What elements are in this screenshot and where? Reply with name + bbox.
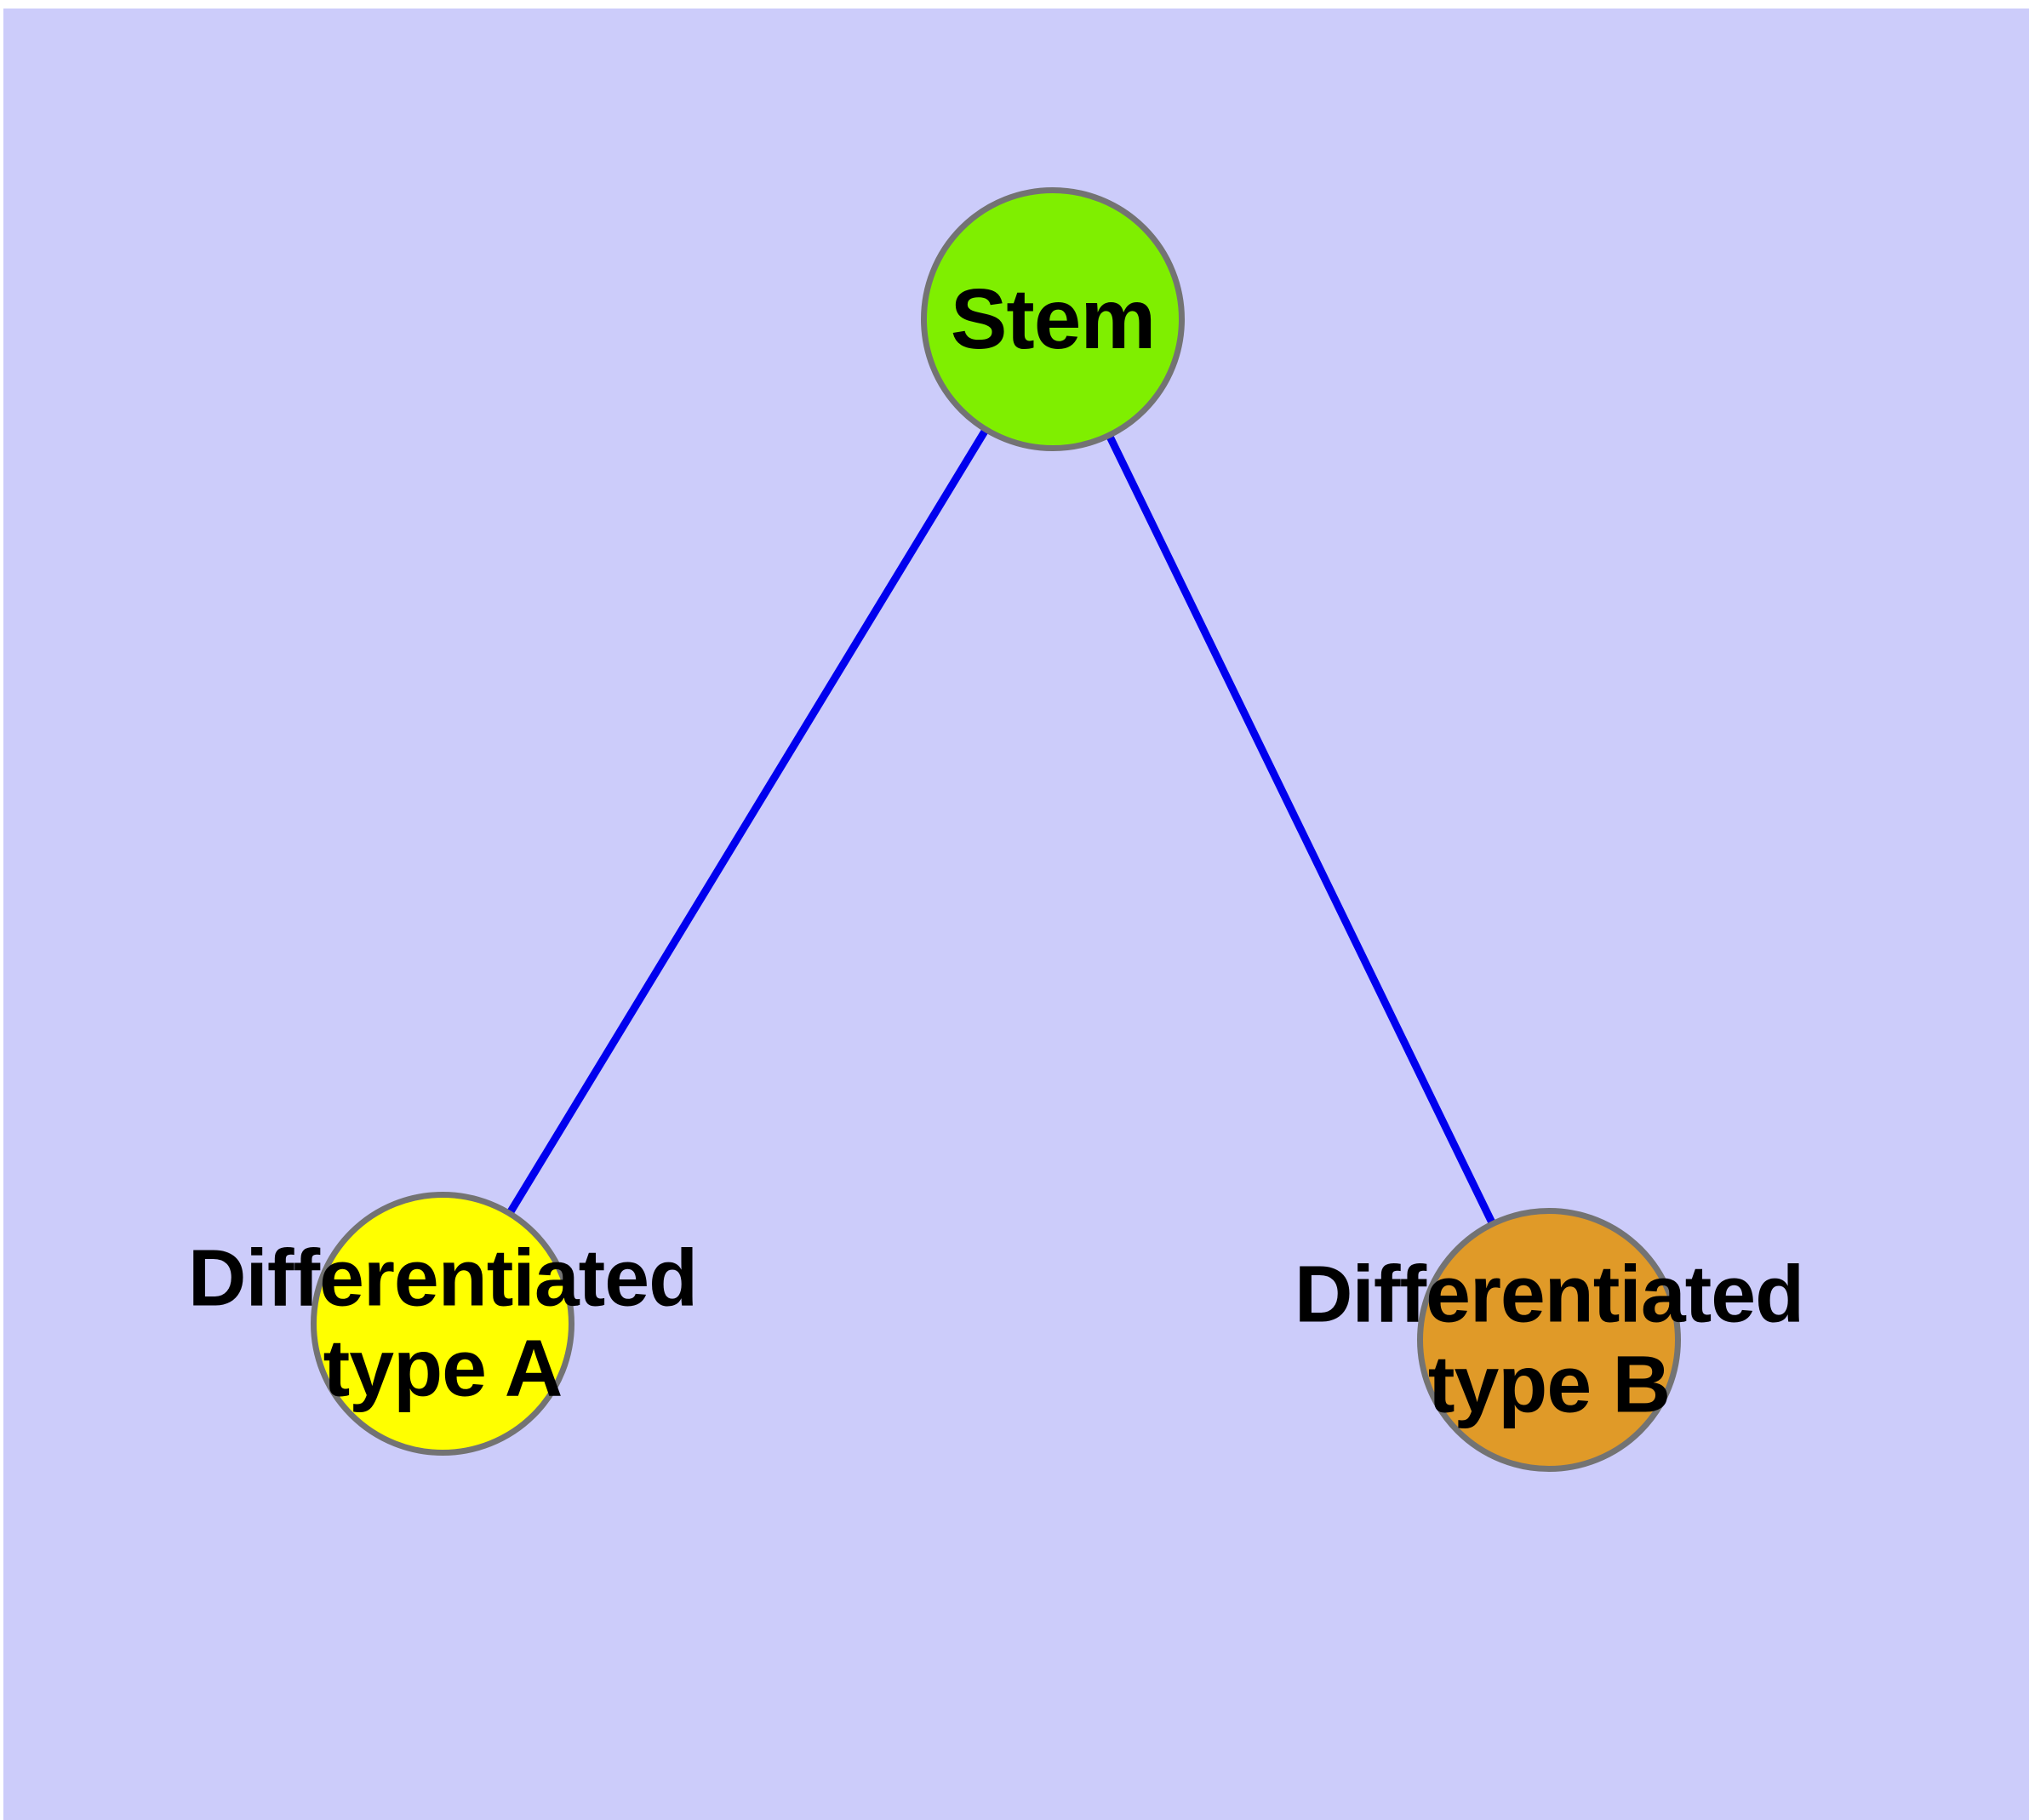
node-differentiated-type-b[interactable]: Differentiated type B — [1295, 1208, 1804, 1472]
node-stem-label: Stem — [950, 272, 1157, 367]
node-differentiated-type-a[interactable]: Differentiated type A — [188, 1192, 698, 1456]
node-stem[interactable]: Stem — [921, 187, 1185, 451]
